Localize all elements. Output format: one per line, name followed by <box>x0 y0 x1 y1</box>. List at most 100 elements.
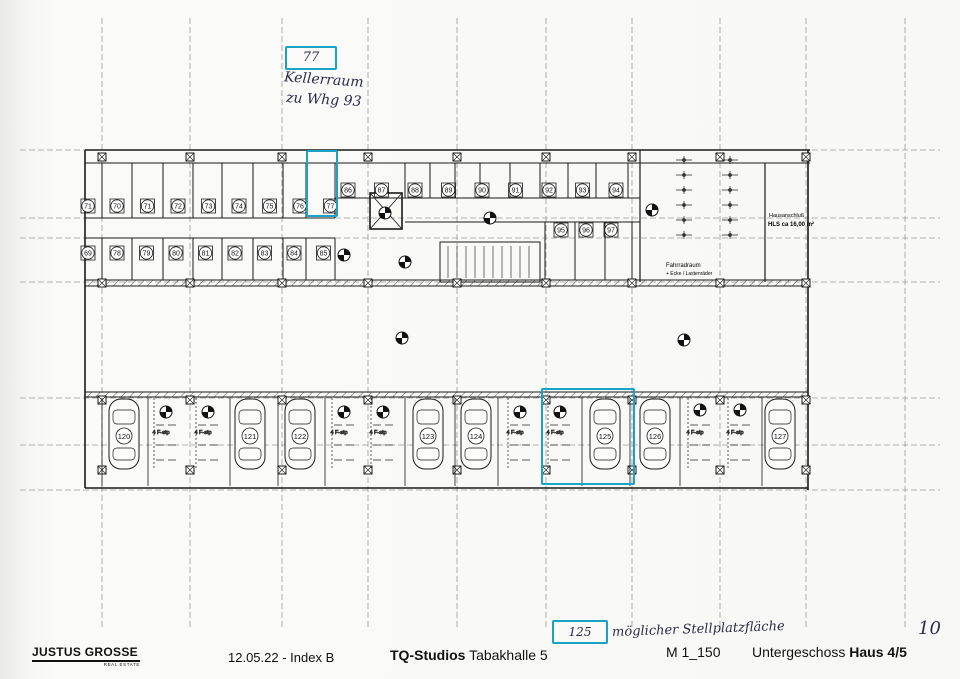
cellar-tag-93: 93 <box>575 182 590 198</box>
cellar-tag-86: 86 <box>340 182 356 198</box>
bike-room-label: Fahrradraum <box>666 263 701 269</box>
cellar-tag-83: 83 <box>257 245 272 261</box>
cellar-tag-71: 71 <box>140 198 155 214</box>
bike-stand-label: 4 F-stp <box>546 430 563 436</box>
column <box>801 395 811 405</box>
lamp-symbol <box>483 211 497 225</box>
cellar-tag-92: 92 <box>541 182 557 198</box>
column <box>185 395 195 405</box>
car-123: 123 <box>412 398 444 470</box>
cellar-tag-88: 88 <box>407 182 423 198</box>
cellar-77-highlight <box>306 150 338 217</box>
column <box>715 465 725 475</box>
column <box>627 152 637 162</box>
cellar-tag-73: 73 <box>201 198 216 214</box>
svg-text:81: 81 <box>202 251 210 258</box>
column <box>452 395 462 405</box>
svg-text:86: 86 <box>344 188 352 195</box>
lamp-symbol <box>398 255 412 269</box>
lamp-symbol <box>159 405 173 419</box>
lamp-symbol <box>201 405 215 419</box>
svg-text:77: 77 <box>327 204 335 211</box>
bike-stand-label: 4 F-stp <box>194 430 211 436</box>
svg-text:90: 90 <box>478 188 486 195</box>
svg-text:85: 85 <box>320 251 328 258</box>
car-127: 127 <box>764 398 796 470</box>
svg-text:125: 125 <box>599 432 612 441</box>
brand-rule <box>32 660 140 662</box>
lamp-symbols <box>159 203 747 419</box>
lamp-symbol <box>378 206 392 220</box>
svg-text:79: 79 <box>143 251 151 258</box>
parking-separators <box>101 398 763 486</box>
axis-grid <box>20 18 940 630</box>
cars: 120 121 122 123 124 125 126 127 <box>108 398 796 470</box>
column <box>715 152 725 162</box>
bike-stand-label: 4 F-stp <box>330 430 347 436</box>
floor-title-bold: Haus 4/5 <box>849 644 907 660</box>
column <box>801 278 811 288</box>
svg-text:74: 74 <box>235 204 243 211</box>
cellar-tag-95: 95 <box>553 222 569 238</box>
cellar-tag-72: 72 <box>170 198 186 214</box>
svg-text:75: 75 <box>266 204 274 211</box>
cellar-tag-94: 94 <box>608 182 624 198</box>
cellar-tag-partial-top: 71 <box>80 198 96 214</box>
bike-stand-label: 4 F-stp <box>152 430 169 436</box>
svg-text:120: 120 <box>118 432 131 441</box>
cellar-tag-87: 87 <box>374 182 389 198</box>
scale-label: M 1_150 <box>666 644 721 660</box>
column <box>185 152 195 162</box>
lamp-symbol <box>677 333 691 347</box>
column <box>715 395 725 405</box>
cellar-tag-76: 76 <box>292 198 308 214</box>
svg-text:78: 78 <box>113 251 121 258</box>
svg-text:70: 70 <box>113 204 121 211</box>
page-mark: 10 <box>918 618 941 639</box>
utility-sublabel: HLS ca 16,00 m² <box>768 221 814 228</box>
svg-text:121: 121 <box>244 432 257 441</box>
cellar-tag-75: 75 <box>262 198 277 214</box>
svg-text:84: 84 <box>290 251 298 258</box>
cellar-tag-81: 81 <box>198 245 213 261</box>
svg-text:76: 76 <box>296 204 304 211</box>
cellar-tag-74: 74 <box>231 198 247 214</box>
cellar-tag-78: 78 <box>109 245 125 261</box>
svg-text:82: 82 <box>231 251 239 258</box>
bike-room-sublabel: + Ecke / Lastenräder <box>666 271 713 277</box>
floor-title-rest: Untergeschoss <box>752 644 846 660</box>
project-title-bold: TQ-Studios <box>390 647 466 663</box>
column <box>97 278 107 288</box>
svg-text:124: 124 <box>470 432 483 441</box>
svg-text:71: 71 <box>144 204 152 211</box>
svg-text:123: 123 <box>422 432 435 441</box>
svg-text:87: 87 <box>378 188 386 195</box>
cellar-tag-90: 90 <box>474 182 490 198</box>
column <box>97 152 107 162</box>
cellar-tag-82: 82 <box>227 245 243 261</box>
svg-text:83: 83 <box>261 251 269 258</box>
car-126: 126 <box>639 398 671 470</box>
lamp-symbol <box>513 405 527 419</box>
svg-text:92: 92 <box>545 188 553 195</box>
project-title-rest: Tabakhalle 5 <box>469 647 548 663</box>
bike-stand-label: 4 F-stp <box>686 430 703 436</box>
parking-number-box: 125 <box>552 620 608 644</box>
svg-text:95: 95 <box>557 228 565 235</box>
utility-label: Hausanschluß <box>769 213 805 219</box>
cellar-tag-89: 89 <box>441 182 456 198</box>
car-122: 122 <box>284 398 316 470</box>
column <box>715 278 725 288</box>
column <box>277 395 287 405</box>
lamp-symbol <box>553 405 567 419</box>
lamp-symbol <box>645 203 659 217</box>
column <box>452 465 462 475</box>
column <box>627 278 637 288</box>
cellar-tag-partial-bottom: 69 <box>80 245 96 261</box>
svg-text:69: 69 <box>84 251 92 258</box>
cellar-tag-96: 96 <box>578 222 594 238</box>
